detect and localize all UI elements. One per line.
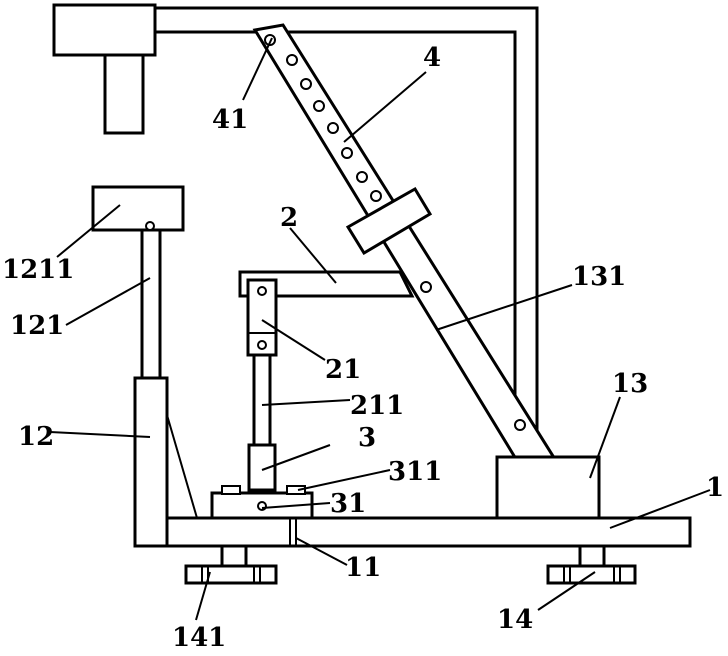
- label-13: 13: [612, 369, 648, 399]
- plate-hole: [300, 78, 312, 90]
- label-11: 11: [345, 553, 381, 583]
- label-131: 131: [572, 262, 626, 292]
- part-labels: 41 4 2 1211 121 131 21 211 12 13 3 311 3…: [2, 43, 724, 653]
- label-1: 1: [706, 473, 724, 503]
- block-13: [495, 455, 601, 520]
- top-motor: [52, 3, 157, 135]
- label-1211: 1211: [2, 255, 74, 285]
- label-31: 31: [330, 489, 366, 519]
- label-3: 3: [358, 423, 376, 453]
- left-post: [133, 376, 198, 548]
- label-12: 12: [18, 422, 54, 452]
- plate-hole: [286, 54, 298, 66]
- slider-block: [345, 186, 433, 256]
- label-4: 4: [423, 43, 441, 73]
- label-141: 141: [172, 623, 226, 653]
- foot-right: [546, 544, 637, 585]
- plate-hole: [514, 419, 526, 431]
- upper-cylinder: [246, 278, 278, 447]
- upper-frame: [153, 6, 539, 520]
- label-311: 311: [388, 457, 442, 487]
- label-2: 2: [280, 203, 298, 233]
- plate-hole: [370, 190, 382, 202]
- plate-hole: [341, 147, 353, 159]
- support-arm: [238, 270, 415, 298]
- base-plate: [133, 516, 692, 548]
- label-121: 121: [10, 311, 64, 341]
- left-rod: [91, 185, 185, 380]
- foot-left: [184, 544, 278, 585]
- label-41: 41: [212, 105, 248, 135]
- label-14: 14: [497, 605, 533, 635]
- plate-hole: [356, 171, 368, 183]
- plate-hole: [420, 281, 432, 293]
- leader-lines: [49, 37, 711, 621]
- plate-hole: [327, 122, 339, 134]
- label-21: 21: [325, 355, 361, 385]
- inclined-plate: [252, 23, 581, 512]
- label-211: 211: [350, 391, 404, 421]
- plate-hole: [313, 100, 325, 112]
